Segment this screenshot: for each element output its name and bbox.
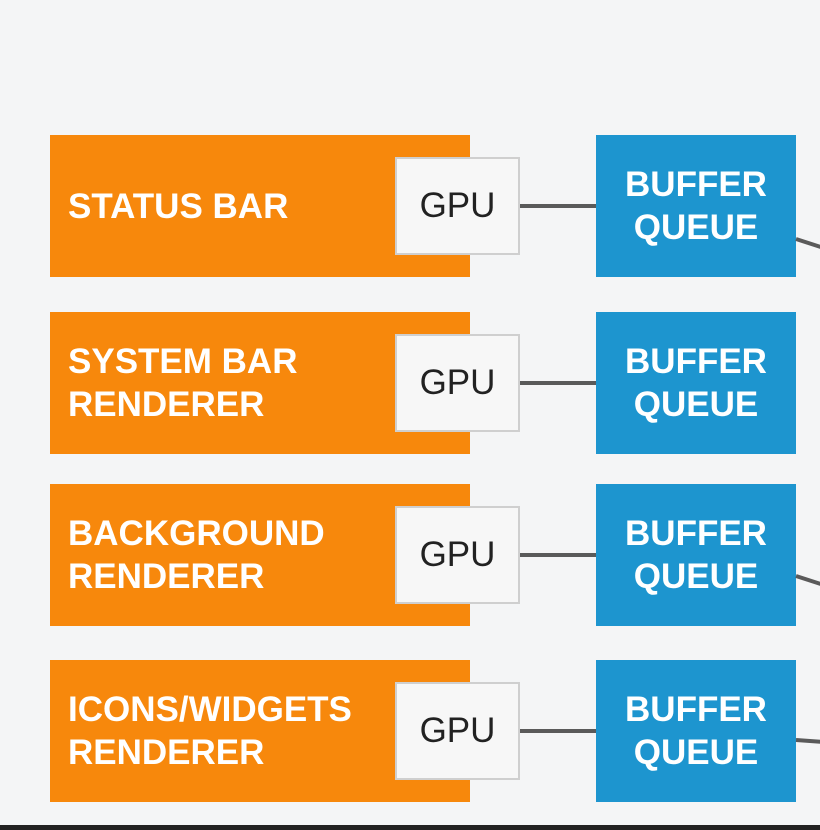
gpu-box: GPU [395, 506, 520, 604]
source-label: STATUS BAR [68, 186, 289, 226]
pipeline-row-status-bar: STATUS BAR GPU BUFFER QUEUE [0, 135, 820, 277]
gpu-box: GPU [395, 682, 520, 780]
pipeline-row-system-bar-renderer: SYSTEM BAR RENDERER GPU BUFFER QUEUE [0, 312, 820, 454]
source-label: SYSTEM BAR RENDERER [68, 342, 298, 424]
gpu-to-queue-connector [520, 204, 597, 208]
gpu-to-queue-connector [520, 381, 597, 385]
source-label: ICONS/WIDGETS RENDERER [68, 690, 352, 772]
buffer-queue-block: BUFFER QUEUE [596, 660, 796, 802]
gpu-to-queue-connector [520, 553, 597, 557]
bottom-edge-bar [0, 825, 820, 830]
queue-output-connector [795, 738, 820, 744]
gpu-to-queue-connector [520, 729, 597, 733]
buffer-queue-block: BUFFER QUEUE [596, 484, 796, 626]
pipeline-row-icons-widgets-renderer: ICONS/WIDGETS RENDERER GPU BUFFER QUEUE [0, 660, 820, 802]
buffer-queue-block: BUFFER QUEUE [596, 312, 796, 454]
gpu-box: GPU [395, 157, 520, 255]
gpu-box: GPU [395, 334, 520, 432]
pipeline-row-background-renderer: BACKGROUND RENDERER GPU BUFFER QUEUE [0, 484, 820, 626]
queue-output-connector [795, 574, 820, 587]
buffer-queue-block: BUFFER QUEUE [596, 135, 796, 277]
source-label: BACKGROUND RENDERER [68, 514, 325, 596]
queue-output-connector [795, 237, 820, 250]
